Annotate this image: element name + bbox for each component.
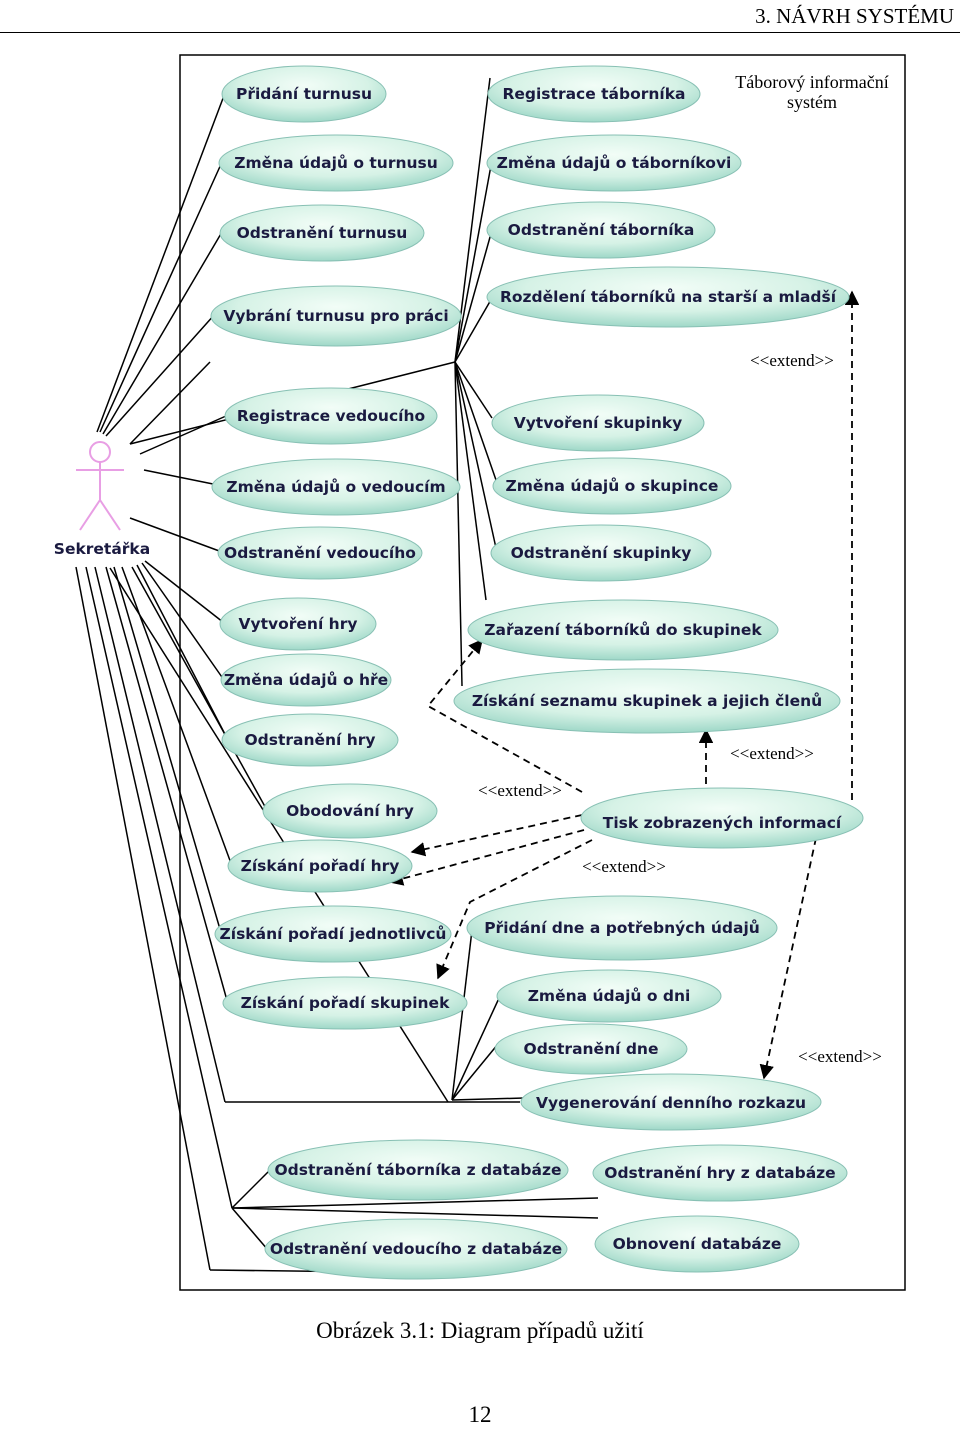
- use-case-label: Odstranění vedoucího: [224, 544, 416, 562]
- use-case-label: Zařazení táborníků do skupinek: [484, 620, 762, 639]
- use-case-registrace-tabornika[interactable]: Registrace táborníka: [487, 65, 701, 123]
- system-boundary: [179, 54, 906, 1291]
- use-case-label: Odstranění skupinky: [511, 544, 692, 562]
- extend-label-zarazeni: <<extend>>: [478, 781, 562, 800]
- use-case-label: Získání pořadí skupinek: [241, 994, 450, 1012]
- extend-label-rozkaz: <<extend>>: [798, 1047, 882, 1066]
- extend-label-rozdeleni: <<extend>>: [750, 351, 834, 370]
- use-case-vygenerovani-denniho-rozkazu[interactable]: Vygenerování denního rozkazu: [520, 1073, 822, 1131]
- use-case-odstraneni-dne[interactable]: Odstranění dne: [494, 1023, 688, 1075]
- use-case-odstraneni-tabornika-z-databaze[interactable]: Odstranění táborníka z databáze: [267, 1139, 569, 1201]
- use-case-label: Získání pořadí jednotlivců: [220, 924, 447, 943]
- use-case-odstraneni-tabornika[interactable]: Odstranění táborníka: [486, 201, 716, 259]
- use-case-label: Registrace táborníka: [502, 85, 685, 103]
- use-case-label: Obodování hry: [286, 802, 414, 820]
- use-case-rozdeleni-taborniku[interactable]: Rozdělení táborníků na starší a mladší: [486, 266, 850, 328]
- use-case-label: Změna údajů o turnusu: [234, 153, 438, 172]
- page-number: 12: [468, 1402, 492, 1427]
- extend-label-poradi: <<extend>>: [582, 857, 666, 876]
- use-case-label: Získání pořadí hry: [241, 857, 400, 875]
- association-lines: [75, 77, 599, 1273]
- page-header: 3. NÁVRH SYSTÉMU: [0, 0, 960, 40]
- use-case-label: Vygenerování denního rozkazu: [536, 1094, 806, 1112]
- header-rule: [0, 32, 960, 33]
- use-case-ziskani-seznamu-skupinek[interactable]: Získání seznamu skupinek a jejich členů: [453, 668, 841, 734]
- actor-stick-figure: [76, 441, 124, 531]
- actor-name: Sekretářka: [54, 540, 150, 558]
- use-case-label: Odstranění hry: [244, 731, 375, 749]
- use-case-label: Rozdělení táborníků na starší a mladší: [500, 287, 837, 306]
- use-case-zarazeni-taborniku-do-skupinek[interactable]: Zařazení táborníků do skupinek: [467, 599, 779, 661]
- use-case-label: Přidání dne a potřebných údajů: [484, 918, 760, 937]
- use-case-label: Odstranění táborníka z databáze: [275, 1161, 562, 1179]
- extend-dependencies: [388, 290, 860, 1080]
- actor-sekretarka: Sekretářka: [54, 441, 150, 558]
- use-case-ziskani-poradi-hry[interactable]: Získání pořadí hry: [227, 839, 413, 893]
- use-case-odstraneni-vedouciho-z-databaze[interactable]: Odstranění vedoucího z databáze: [264, 1218, 568, 1280]
- use-case-zmena-udaju-o-vedoucim[interactable]: Změna údajů o vedoucím: [211, 458, 461, 516]
- use-case-label: Získání seznamu skupinek a jejich členů: [472, 691, 822, 710]
- use-case-label: Odstranění táborníka: [508, 221, 695, 239]
- use-case-obnoveni-databaze[interactable]: Obnovení databáze: [594, 1215, 800, 1273]
- use-case-obodovani-hry[interactable]: Obodování hry: [262, 783, 438, 839]
- system-name-line2: systém: [787, 92, 837, 112]
- use-case-label: Změna údajů o táborníkovi: [497, 153, 732, 172]
- use-case-label: Registrace vedoucího: [237, 407, 425, 425]
- use-case-label: Změna údajů o skupince: [506, 476, 719, 495]
- use-case-label: Obnovení databáze: [613, 1235, 782, 1253]
- chapter-title: 3. NÁVRH SYSTÉMU: [755, 4, 954, 28]
- use-case-pridani-turnusu[interactable]: Přidání turnusu: [221, 65, 387, 123]
- use-case-ziskani-poradi-skupinek[interactable]: Získání pořadí skupinek: [222, 976, 468, 1030]
- use-case-zmena-udaju-o-skupince[interactable]: Změna údajů o skupince: [492, 457, 732, 515]
- figure-caption: Obrázek 3.1: Diagram případů užití: [316, 1318, 644, 1343]
- use-case-zmena-udaju-o-dni[interactable]: Změna údajů o dni: [496, 969, 722, 1023]
- use-case-odstraneni-skupinky[interactable]: Odstranění skupinky: [490, 524, 712, 582]
- use-case-zmena-udaju-o-turnusu[interactable]: Změna údajů o turnusu: [218, 134, 454, 192]
- use-case-label: Odstranění dne: [524, 1040, 659, 1058]
- use-case-label: Změna údajů o hře: [224, 670, 388, 689]
- use-case-label: Změna údajů o vedoucím: [226, 477, 445, 496]
- use-case-vytvoreni-hry[interactable]: Vytvoření hry: [219, 597, 377, 651]
- use-case-label: Přidání turnusu: [236, 85, 372, 103]
- use-case-label: Vytvoření skupinky: [514, 414, 683, 432]
- use-case-diagram: Táborový informační systém: [54, 54, 906, 1291]
- use-case-label: Odstranění vedoucího z databáze: [270, 1240, 562, 1258]
- use-case-odstraneni-vedouciho[interactable]: Odstranění vedoucího: [217, 526, 423, 580]
- use-case-tisk-zobrazenych-informaci[interactable]: Tisk zobrazených informací: [580, 787, 864, 849]
- use-case-ziskani-poradi-jednotlivcu[interactable]: Získání pořadí jednotlivců: [214, 905, 452, 963]
- use-case-vytvoreni-skupinky[interactable]: Vytvoření skupinky: [491, 394, 705, 452]
- system-name-line1: Táborový informační: [735, 72, 888, 92]
- use-case-label: Tisk zobrazených informací: [603, 814, 842, 832]
- use-case-odstraneni-hry-z-databaze[interactable]: Odstranění hry z databáze: [592, 1144, 848, 1202]
- extend-label-seznam: <<extend>>: [730, 744, 814, 763]
- use-case-odstraneni-hry[interactable]: Odstranění hry: [221, 713, 399, 767]
- use-case-label: Vybrání turnusu pro práci: [223, 307, 448, 325]
- use-case-label: Vytvoření hry: [239, 615, 358, 633]
- use-case-label: Odstranění turnusu: [237, 224, 408, 242]
- use-case-pridani-dne[interactable]: Přidání dne a potřebných údajů: [466, 895, 778, 961]
- use-case-registrace-vedouciho[interactable]: Registrace vedoucího: [224, 387, 438, 445]
- use-case-label: Odstranění hry z databáze: [604, 1164, 835, 1182]
- use-case-zmena-udaju-o-hre[interactable]: Změna údajů o hře: [220, 653, 392, 707]
- use-case-odstraneni-turnusu[interactable]: Odstranění turnusu: [219, 204, 425, 262]
- use-case-vybrani-turnusu[interactable]: Vybrání turnusu pro práci: [210, 285, 462, 347]
- use-case-label: Změna údajů o dni: [528, 986, 691, 1005]
- use-case-zmena-udaju-o-tabornikovi[interactable]: Změna údajů o táborníkovi: [486, 134, 742, 192]
